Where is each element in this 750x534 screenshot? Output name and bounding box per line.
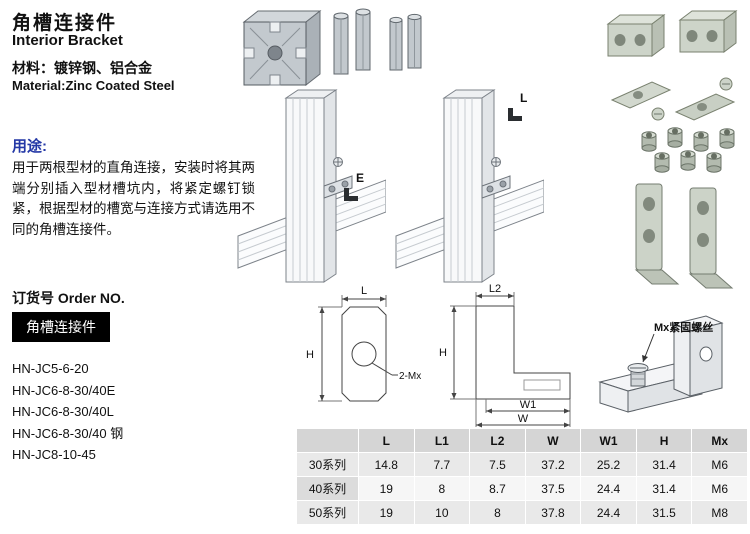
value-cell: 19 bbox=[358, 476, 415, 501]
series-cell: 50系列 bbox=[296, 500, 359, 525]
value-cell: 24.4 bbox=[580, 500, 637, 525]
value-cell: 19 bbox=[358, 500, 415, 525]
assembly-diagram-e: E bbox=[237, 89, 386, 283]
page-title-cn: 角槽连接件 bbox=[12, 13, 118, 34]
dim-label-w: W bbox=[518, 413, 529, 425]
l-bracket-pair-photo bbox=[634, 183, 734, 289]
spec-col-W: W bbox=[524, 428, 582, 453]
spec-col-L2: L2 bbox=[469, 428, 526, 453]
series-cell: 40系列 bbox=[296, 476, 359, 501]
spec-col-W1: W1 bbox=[580, 428, 637, 453]
value-cell: 7.7 bbox=[413, 452, 471, 477]
order-number-item: HN-JC6-8-30/40 钢 bbox=[12, 425, 124, 441]
dim-drawing-plate: L H 2-Mx bbox=[306, 285, 421, 402]
spec-col-series bbox=[296, 428, 359, 453]
spec-col-H: H bbox=[635, 428, 693, 453]
value-cell: 7.5 bbox=[469, 452, 526, 477]
angle-icon bbox=[508, 108, 522, 121]
order-number-item: HN-JC6-8-30/40E bbox=[12, 382, 116, 398]
value-cell: 37.8 bbox=[524, 500, 582, 525]
value-cell: 37.5 bbox=[524, 476, 582, 501]
order-number-item: HN-JC8-10-45 bbox=[12, 447, 96, 462]
assembly-label-e: E bbox=[356, 171, 364, 185]
value-cell: 8 bbox=[413, 476, 471, 501]
material-line-cn: 材料：镀锌钢、铝合金 bbox=[12, 60, 152, 76]
material-line-en: Material:Zinc Coated Steel bbox=[12, 78, 175, 93]
usage-paragraph: 用于两根型材的直角连接，安装时将其两端分别插入型材槽坑内，将紧定螺钉锁紧，根据型… bbox=[12, 160, 255, 237]
value-cell: 8.7 bbox=[469, 476, 526, 501]
value-cell: M8 bbox=[691, 500, 748, 525]
dim-label-l2: L2 bbox=[489, 283, 501, 295]
page-title-en: Interior Bracket bbox=[12, 32, 123, 49]
dim-drawing-iso: Mx紧固螺丝 bbox=[598, 315, 724, 413]
value-cell: 25.2 bbox=[580, 452, 637, 477]
value-cell: 8 bbox=[469, 500, 526, 525]
value-cell: 10 bbox=[413, 500, 471, 525]
bracket-with-screws-photo bbox=[610, 77, 736, 121]
order-no-heading: 订货号 Order NO. bbox=[12, 290, 125, 306]
angle-icon bbox=[344, 188, 358, 201]
profile-bar-photo bbox=[389, 13, 422, 71]
category-badge: 角槽连接件 bbox=[12, 312, 110, 342]
dim-label-screw: Mx紧固螺丝 bbox=[654, 320, 713, 334]
bracket-pair-photo bbox=[606, 10, 738, 57]
value-cell: M6 bbox=[691, 452, 748, 477]
value-cell: 37.2 bbox=[524, 452, 582, 477]
usage-heading: 用途: bbox=[12, 138, 47, 155]
spec-col-L: L bbox=[358, 428, 415, 453]
order-number-item: HN-JC5-6-20 bbox=[12, 361, 89, 376]
dim-label-w1: W1 bbox=[520, 399, 537, 411]
value-cell: 31.4 bbox=[635, 476, 693, 501]
spec-col-L1: L1 bbox=[413, 428, 471, 453]
value-cell: 14.8 bbox=[358, 452, 415, 477]
dim-drawing-side: L2 H W1 W bbox=[439, 283, 571, 428]
dim-label-2mx: 2-Mx bbox=[399, 371, 421, 382]
dim-label-h2: H bbox=[439, 347, 447, 359]
profile-bars-photo bbox=[333, 8, 371, 75]
dim-label-l: L bbox=[361, 285, 367, 297]
series-cell: 30系列 bbox=[296, 452, 359, 477]
profile-section-photo bbox=[242, 9, 322, 87]
value-cell: 31.5 bbox=[635, 500, 693, 525]
order-number-item: HN-JC6-8-30/40L bbox=[12, 404, 114, 419]
value-cell: 31.4 bbox=[635, 452, 693, 477]
spec-col-Mx: Mx bbox=[691, 428, 748, 453]
order-number-list: HN-JC5-6-20 HN-JC6-8-30/40E HN-JC6-8-30/… bbox=[12, 358, 123, 466]
assembly-label-l: L bbox=[520, 91, 527, 105]
value-cell: 24.4 bbox=[580, 476, 637, 501]
assembly-diagram-l: L bbox=[395, 89, 544, 283]
value-cell: M6 bbox=[691, 476, 748, 501]
barrel-nuts-photo bbox=[641, 127, 735, 173]
dim-label-h: H bbox=[306, 349, 314, 361]
